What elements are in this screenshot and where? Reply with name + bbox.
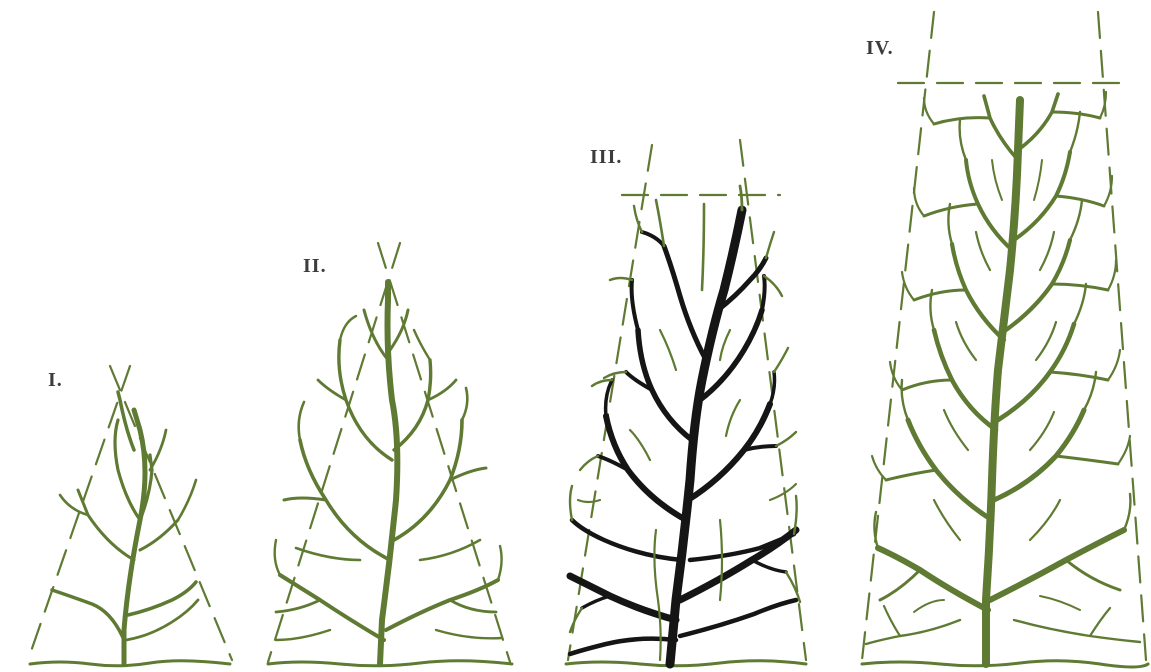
stage-2-branches [275,282,502,664]
stage-2-label: II. [303,255,327,277]
stage-4-label: IV. [866,37,894,59]
stage-4-branches [866,92,1140,664]
stage-2-ground [268,661,512,666]
stage-1-ground [30,661,230,666]
stage-3-tree: III. [566,140,806,666]
stage-1-tree: I. [28,366,232,666]
stage-3-label: III. [590,146,622,168]
stage-4-guide-left [862,12,934,660]
stage-4-ground [862,661,1148,667]
stage-4-tree: IV. [862,12,1148,667]
stage-4-guide-right [1098,12,1146,660]
stage-2-tree: II. [268,243,512,666]
stage-1-label: I. [48,369,63,391]
stage-3-ground [566,661,806,666]
